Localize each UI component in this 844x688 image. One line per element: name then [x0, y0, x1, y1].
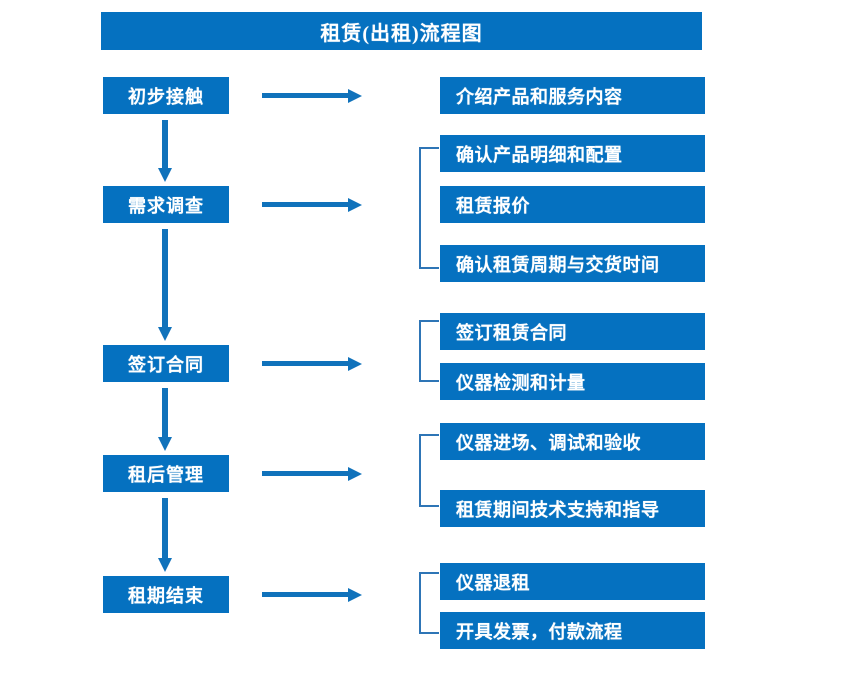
detail-box-3[interactable]: 租赁报价: [440, 186, 705, 223]
stage-box-1[interactable]: 初步接触: [103, 77, 229, 114]
detail-box-6[interactable]: 仪器检测和计量: [440, 363, 705, 400]
arrow-stage-2-to-details: [262, 196, 362, 214]
detail-box-7[interactable]: 仪器进场、调试和验收: [440, 423, 705, 460]
page-title: 租赁(出租)流程图: [101, 12, 702, 50]
detail-box-1[interactable]: 介绍产品和服务内容: [440, 77, 705, 114]
detail-box-9[interactable]: 仪器退租: [440, 563, 705, 600]
stage-box-2[interactable]: 需求调查: [103, 186, 229, 223]
arrow-contract-to-management: [155, 388, 175, 451]
arrow-stage-4-to-details: [262, 465, 362, 483]
arrow-stage-5-to-details: [262, 586, 362, 604]
stage-box-4[interactable]: 租后管理: [103, 455, 229, 492]
bracket-requirement-group: [419, 147, 439, 269]
arrow-stage-3-to-details: [262, 355, 362, 373]
detail-box-10[interactable]: 开具发票，付款流程: [440, 612, 705, 649]
detail-box-5[interactable]: 签订租赁合同: [440, 313, 705, 350]
detail-box-2[interactable]: 确认产品明细和配置: [440, 135, 705, 172]
stage-box-3[interactable]: 签订合同: [103, 345, 229, 382]
arrow-contact-to-survey: [155, 120, 175, 182]
bracket-end-group: [419, 572, 439, 634]
detail-box-8[interactable]: 租赁期间技术支持和指导: [440, 490, 705, 527]
stage-box-5[interactable]: 租期结束: [103, 576, 229, 613]
bracket-management-group: [419, 434, 439, 507]
detail-box-4[interactable]: 确认租赁周期与交货时间: [440, 245, 705, 282]
arrow-stage-1-to-details: [262, 87, 362, 105]
arrow-survey-to-contract: [155, 229, 175, 341]
bracket-contract-group: [419, 320, 439, 382]
arrow-management-to-end: [155, 498, 175, 572]
